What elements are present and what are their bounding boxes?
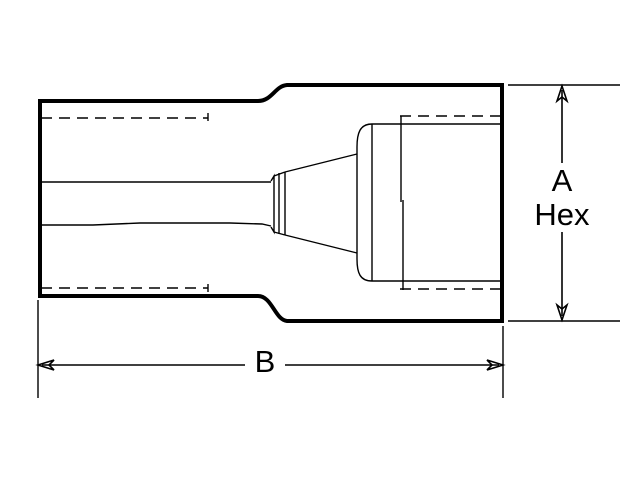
bore-line-bottom [41,222,272,227]
hidden-lines-shank [41,113,209,292]
arrowhead-b-right [486,359,506,371]
dimension-label-a: A [552,163,573,198]
dimension-label-b: B [255,344,276,379]
cone-upper-flank [284,153,358,173]
collar-outer-top [273,171,286,177]
arrowhead-a-top [555,83,569,104]
collar-outer-bottom [273,231,286,236]
collar-left-face [270,173,275,235]
cone-lower-flank [284,234,358,254]
dimension-horizontal-b: B [35,300,506,398]
dimension-label-hex: Hex [534,197,590,232]
socket-cavity [356,116,503,290]
taper-cone [270,153,358,254]
outline-lower-profile [38,294,504,323]
internal-bore [41,181,272,227]
socket-outer-outline [356,123,503,282]
hidden-lines-head [400,115,502,290]
dimension-vertical-a-hex: A Hex [508,83,620,323]
arrowhead-a-bottom [555,302,569,323]
part-outline [38,83,504,323]
arrowhead-b-left [35,359,55,371]
outline-upper-profile [38,83,504,298]
